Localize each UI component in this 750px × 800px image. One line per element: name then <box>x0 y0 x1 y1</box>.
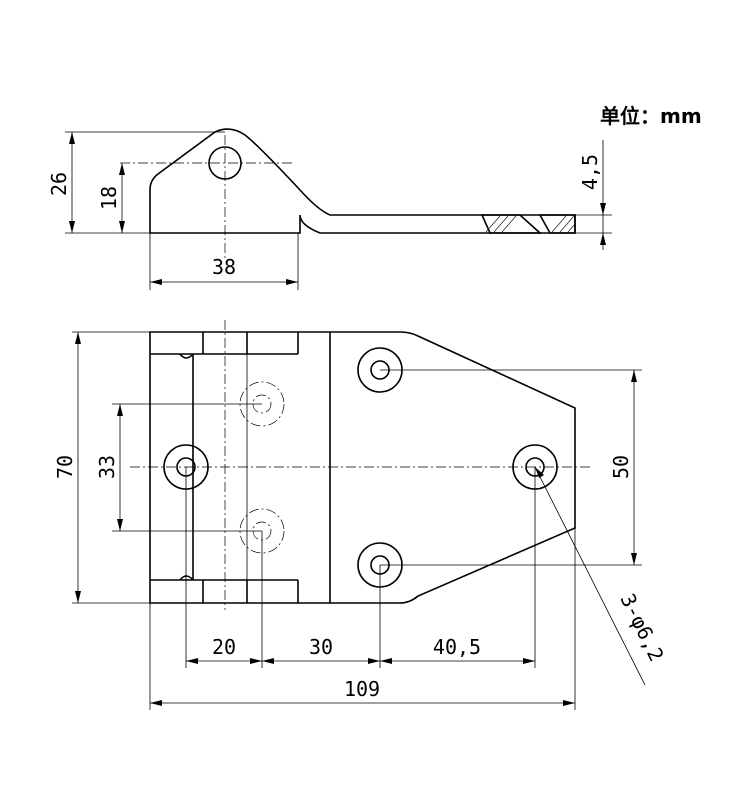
dim-26-label: 26 <box>47 172 71 196</box>
dim-38-label: 38 <box>212 255 236 279</box>
side-view: 26 18 38 4,5 <box>47 128 612 290</box>
dim-40-5-label: 40,5 <box>433 635 481 659</box>
dim-30-label: 30 <box>309 635 333 659</box>
hidden-hole-top-inner <box>252 394 272 414</box>
side-view-outline <box>149 128 576 234</box>
section-hatch <box>485 215 576 233</box>
top-view: 70 33 50 20 30 40,5 <box>53 320 669 710</box>
dim-50-label: 50 <box>609 455 633 479</box>
dim-70-label: 70 <box>53 455 77 479</box>
dim-20-label: 20 <box>212 635 236 659</box>
hole-callout-leader <box>534 466 646 686</box>
dim-109-label: 109 <box>344 677 380 701</box>
dim-33-label: 33 <box>95 455 119 479</box>
hole-callout-label: 3-φ6,2 <box>616 590 669 665</box>
dim-4-5-label: 4,5 <box>578 154 602 190</box>
dim-18-label: 18 <box>97 186 121 210</box>
countersink-left <box>480 214 543 234</box>
top-view-outline <box>149 331 576 604</box>
unit-label: 单位：mm <box>600 104 702 128</box>
